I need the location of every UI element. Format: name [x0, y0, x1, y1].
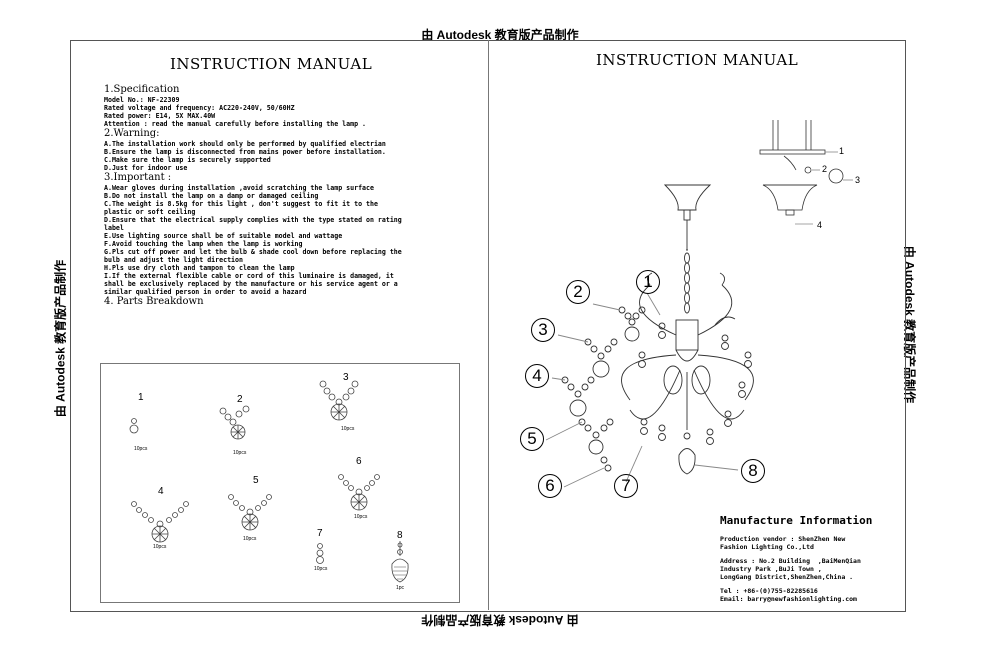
part-quantity: 10pcs [233, 450, 247, 456]
part-6-drawing [338, 474, 380, 511]
important-line: B.Do not install the lamp on a damp or d… [104, 192, 319, 200]
manufacture-line: Fashion Lighting Co.,Ltd [720, 543, 814, 551]
important-line: G.Pls cut off power and let the bulb & s… [104, 248, 402, 256]
part-3-drawing [319, 380, 359, 421]
warning-heading: 2.Warning: [104, 128, 160, 139]
important-lines: A.Wear gloves during installation ,avoid… [104, 184, 484, 296]
part-quantity: 1pc [396, 585, 405, 591]
spec-line: Rated voltage and frequency: AC220-240V,… [104, 104, 295, 112]
watermark-left: 由 Autodesk 教育版产品制作 [53, 259, 68, 418]
callout-6: 6 [538, 474, 562, 498]
right-title: INSTRUCTION MANUAL [596, 51, 799, 69]
spec-line: Attention : read the manual carefully be… [104, 120, 367, 128]
important-line: bulb and adjust the light direction [104, 256, 243, 264]
callout-4: 4 [525, 364, 549, 388]
manufacture-line: Industry Park ,BuJi Town , [720, 565, 822, 573]
important-line: plastic or soft ceiling [104, 208, 196, 216]
part-number: 4 [158, 486, 164, 497]
spec-heading: 1.Specification [104, 84, 180, 95]
page-divider [488, 40, 489, 610]
important-line: similar qualified person in order to avo… [104, 288, 307, 296]
callout-1: 1 [636, 270, 660, 294]
important-line: C.The weight is 8.5kg for this light , d… [104, 200, 378, 208]
warning-line: D.Just for indoor use [104, 164, 188, 172]
manufacture-line: Email: barry@newfashionlighting.com [720, 595, 857, 603]
callout-5: 5 [520, 427, 544, 451]
spec-line: Rated power: E14, 5X MAX.40W [104, 112, 216, 120]
warning-lines: A.The installation work should only be p… [104, 140, 484, 172]
manufacture-details: Production vendor : ShenZhen New Fashion… [720, 535, 861, 603]
parts-heading: 4. Parts Breakdown [104, 296, 204, 307]
manufacture-line: Production vendor : ShenZhen New [720, 535, 846, 543]
watermark-top: 由 Autodesk 教育版产品制作 [421, 28, 579, 42]
important-line: shall be exclusively replaced by the man… [104, 280, 398, 288]
important-line: I.If the external flexible cable or cord… [104, 272, 394, 280]
spec-line: Model No.: NF-22309 [104, 96, 180, 104]
left-title: INSTRUCTION MANUAL [170, 55, 373, 73]
manufacture-line: LongGang District,ShenZhen,China . [720, 573, 854, 581]
warning-line: B.Ensure the lamp is disconnected from m… [104, 148, 386, 156]
chandelier-illustration [545, 120, 853, 488]
manufacture-line: Tel : +86-(0)755-82285616 [720, 587, 818, 595]
important-line: F.Avoid touching the lamp when the lamp … [104, 240, 303, 248]
important-line: label [104, 224, 124, 232]
callout-3: 3 [531, 318, 555, 342]
part-quantity: 10pcs [354, 514, 368, 520]
part-quantity: 10pcs [314, 566, 328, 572]
part-quantity: 10pcs [153, 544, 167, 550]
callout-2: 2 [566, 280, 590, 304]
part-number: 1 [138, 392, 144, 403]
part-7-drawing [316, 543, 324, 564]
part-5-drawing [228, 494, 272, 531]
detail-label-3: 3 [855, 175, 861, 185]
part-4-drawing [131, 501, 189, 543]
part-quantity: 10pcs [134, 446, 148, 452]
important-line: E.Use lighting source shall be of suitab… [104, 232, 343, 240]
detail-label-2: 2 [822, 164, 828, 174]
callout-8: 8 [741, 459, 765, 483]
detail-drawing [759, 120, 853, 225]
part-quantity: 10pcs [341, 426, 355, 432]
part-number: 5 [253, 475, 259, 486]
warning-line: A.The installation work should only be p… [104, 140, 386, 148]
part-number: 6 [356, 456, 362, 467]
part-8-drawing [391, 541, 409, 583]
detail-label-1: 1 [839, 146, 845, 156]
part-number: 2 [237, 394, 243, 405]
manufacture-line: Address : No.2 Building ,BaiMenQian [720, 557, 861, 565]
callout-7: 7 [614, 474, 638, 498]
important-line: H.Pls use dry cloth and tampon to clean … [104, 264, 295, 272]
detail-label-4: 4 [817, 220, 823, 230]
manufacture-heading: Manufacture Information [720, 514, 873, 527]
part-number: 7 [317, 528, 323, 539]
important-line: A.Wear gloves during installation ,avoid… [104, 184, 374, 192]
part-1-drawing [129, 418, 139, 434]
part-2-drawing [219, 405, 250, 440]
parts-drawings [129, 380, 409, 583]
important-line: D.Ensure that the electrical supply comp… [104, 216, 402, 224]
part-number: 3 [343, 372, 349, 383]
important-heading: 3.Important : [104, 172, 172, 183]
left-text-column: 1.Specification Model No.: NF-22309 Rate… [104, 84, 484, 308]
part-quantity: 10pcs [243, 536, 257, 542]
watermark-bottom: 由 Autodesk 教育版产品制作 [421, 613, 579, 627]
part-number: 8 [397, 530, 403, 541]
spec-lines: Model No.: NF-22309 Rated voltage and fr… [104, 96, 484, 128]
parts-breakdown-box: 1 10pcs 2 10pcs 3 10pcs 4 10pcs 5 10pcs … [100, 363, 460, 603]
warning-line: C.Make sure the lamp is securely support… [104, 156, 271, 164]
